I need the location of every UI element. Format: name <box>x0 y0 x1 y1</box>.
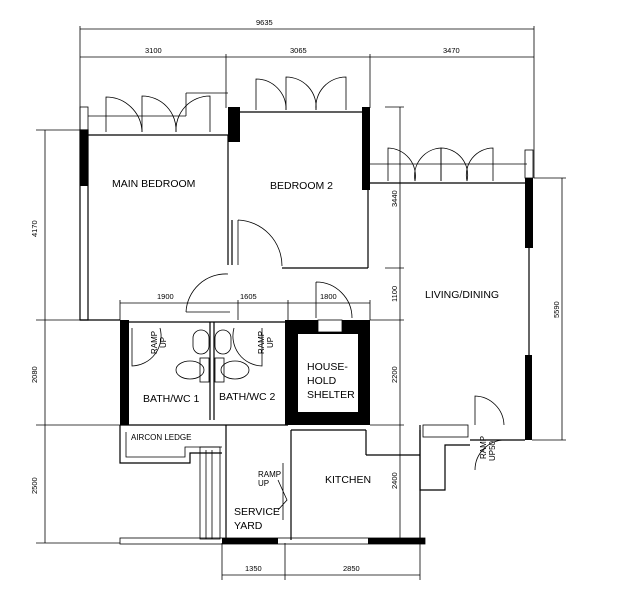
sanitary-fixtures <box>175 329 250 383</box>
ramp-up-label: UP <box>159 337 168 348</box>
ramp-label: RAMP <box>479 436 488 459</box>
room-household-shelter: SHELTER <box>307 389 355 401</box>
ramp-label: RAMP <box>258 470 281 479</box>
room-living-dining: LIVING/DINING <box>425 289 499 301</box>
ramp-up-label: UP <box>266 337 275 348</box>
room-household-shelter: HOUSE- <box>307 361 348 373</box>
room-labels: MAIN BEDROOM BEDROOM 2 LIVING/DINING BAT… <box>112 178 499 532</box>
dim-middle: 1605 <box>240 292 257 301</box>
dim-top: 3100 <box>145 46 162 55</box>
dim-inner-right: 2400 <box>390 472 399 489</box>
ramp-label: RAMP <box>257 331 266 354</box>
doors <box>105 76 506 520</box>
ramp-up50-label: UP50 <box>488 440 497 461</box>
dim-left: 4170 <box>30 220 39 237</box>
walls <box>79 92 534 545</box>
room-household-shelter: HOLD <box>307 375 337 387</box>
room-main-bedroom: MAIN BEDROOM <box>112 178 195 190</box>
dim-inner-right: 1100 <box>390 286 399 302</box>
ramp-up-label: UP <box>258 479 269 488</box>
room-service-yard: SERVICE <box>234 506 280 518</box>
dim-left: 2080 <box>30 366 39 383</box>
ramp-annotations: RAMP UP RAMP UP RAMP UP RAMP UP50 <box>150 331 497 488</box>
room-service-yard: YARD <box>234 520 263 532</box>
room-bath-wc-1: BATH/WC 1 <box>143 393 200 405</box>
room-bath-wc-2: BATH/WC 2 <box>219 391 276 403</box>
ramp-label: RAMP <box>150 331 159 354</box>
room-bedroom-2: BEDROOM 2 <box>270 180 333 192</box>
dim-left: 2500 <box>30 477 39 494</box>
dim-far-right: 5590 <box>552 301 561 318</box>
room-kitchen: KITCHEN <box>325 474 371 486</box>
dim-top: 3065 <box>290 46 307 55</box>
room-aircon-ledge: AIRCON LEDGE <box>131 433 191 442</box>
dimension-lines <box>36 26 566 580</box>
dim-overall-width: 9635 <box>256 18 273 27</box>
dim-inner-right: 2200 <box>390 366 399 383</box>
dimension-labels: 9635 3100 3065 3470 1900 1605 1800 1350 … <box>30 18 561 573</box>
dim-middle: 1800 <box>320 292 337 301</box>
dim-bottom: 1350 <box>245 564 262 573</box>
dim-middle: 1900 <box>157 292 174 301</box>
dim-inner-right: 3440 <box>390 190 399 207</box>
dim-top: 3470 <box>443 46 460 55</box>
dim-bottom: 2850 <box>343 564 360 573</box>
